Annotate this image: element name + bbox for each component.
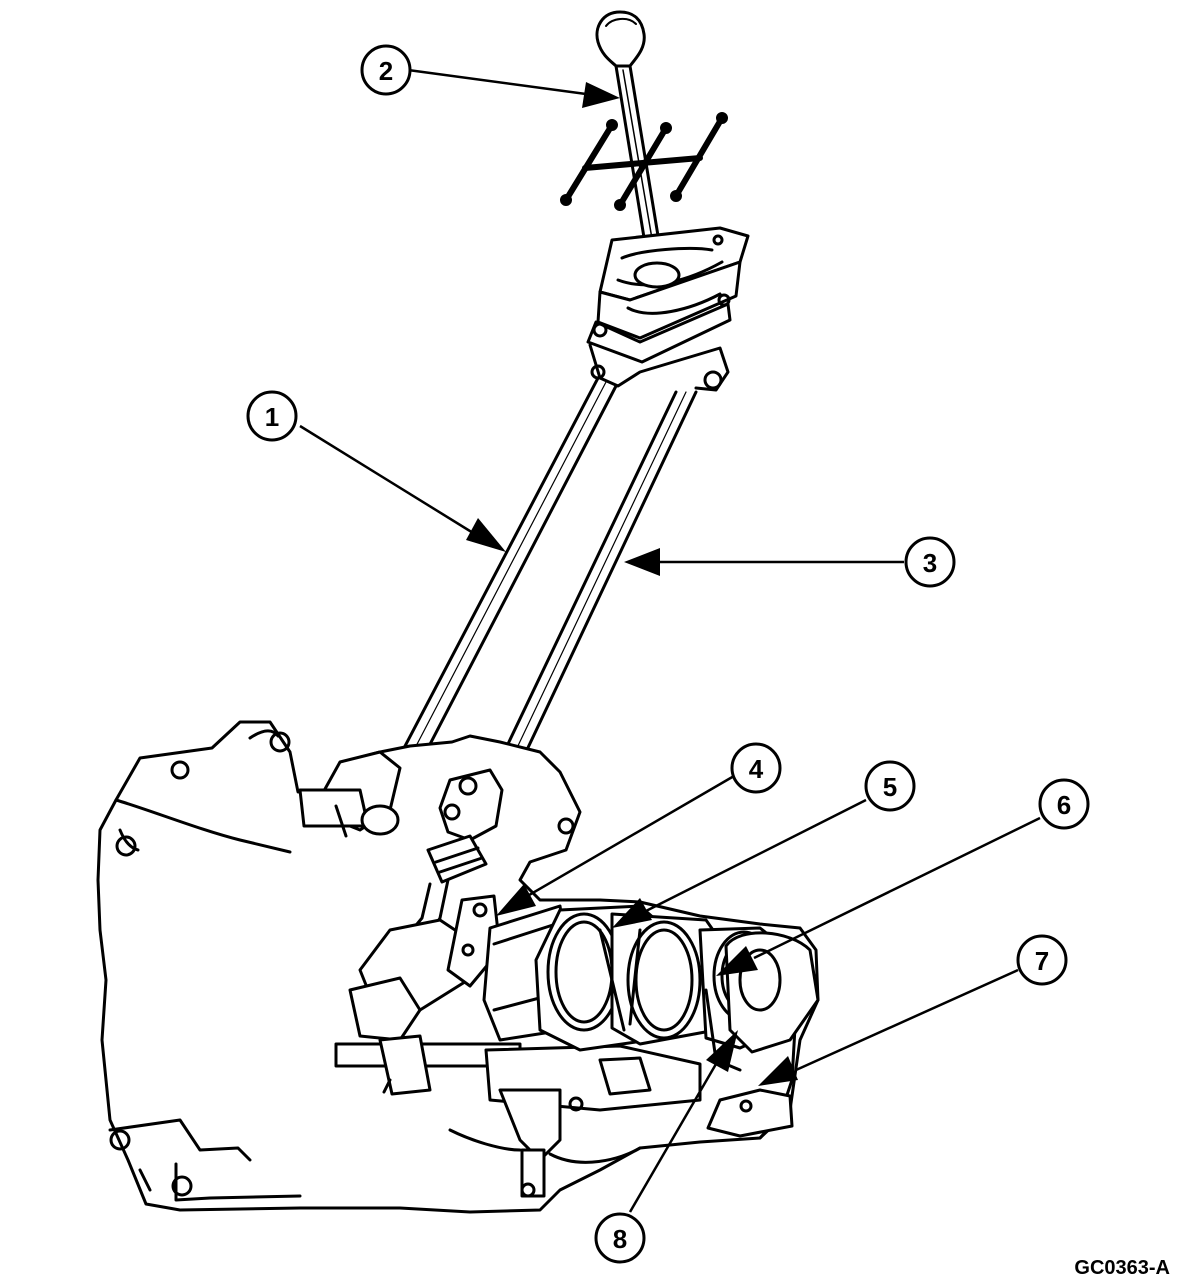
callout-6-label: 6: [1057, 790, 1071, 820]
callout-7-label: 7: [1035, 946, 1049, 976]
callout-3-label: 3: [923, 548, 937, 578]
callout-2: 2: [360, 44, 412, 96]
callout-1-label: 1: [265, 402, 279, 432]
callout-6: 6: [1038, 778, 1090, 830]
callout-2-label: 2: [379, 56, 393, 86]
shift-knob: [595, 10, 646, 68]
shift-rods: [380, 376, 698, 804]
figure-code: GC0363-A: [1074, 1257, 1170, 1279]
leader-lines: [299, 68, 1041, 1213]
callout-7: 7: [1016, 934, 1068, 986]
callout-4: 4: [730, 742, 782, 794]
callout-5: 5: [864, 760, 916, 812]
rod-linkage: [298, 750, 504, 946]
callout-8: 8: [594, 1212, 646, 1264]
callout-8-label: 8: [613, 1224, 627, 1254]
callout-4-label: 4: [749, 754, 764, 784]
shift-pattern: [560, 112, 728, 211]
shifter-boot-base: [586, 226, 750, 392]
callout-5-label: 5: [883, 772, 897, 802]
callout-1: 1: [246, 390, 298, 442]
callout-3: 3: [904, 536, 956, 588]
shift-housing: [334, 894, 794, 1198]
